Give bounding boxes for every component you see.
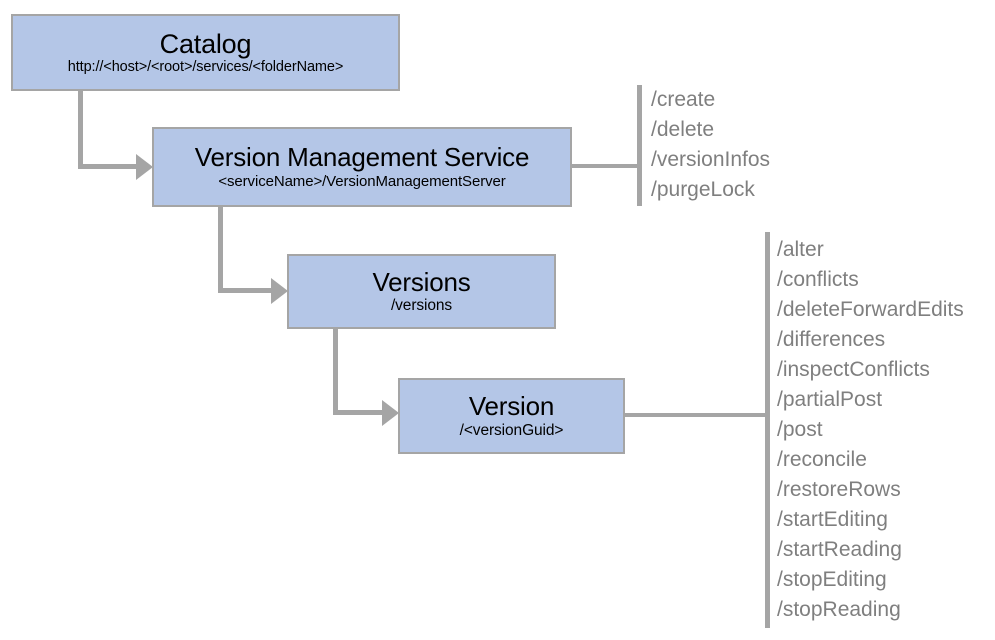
endpoint-item: /purgeLock [651, 178, 755, 201]
endpoint-item: /stopReading [777, 598, 901, 621]
endpoint-item: /create [651, 88, 716, 111]
endpoint-item: /reconcile [777, 448, 867, 471]
connector-versions-to-version-vertical [333, 329, 338, 415]
connector-vms-to-endpoints [572, 164, 641, 168]
endpoint-item: /stopEditing [777, 568, 887, 591]
endpoint-item: /startEditing [777, 508, 888, 531]
endpoint-list-version-management-service: /create/delete/versionInfos/purgeLock [651, 85, 770, 205]
node-version-management-service-title: Version Management Service [194, 142, 530, 173]
connector-vms-to-versions-horizontal [218, 288, 275, 293]
endpoint-item: /deleteForwardEdits [777, 298, 964, 321]
bracket-version-endpoints [765, 232, 770, 628]
endpoint-item: /alter [777, 238, 824, 261]
endpoint-item: /startReading [777, 538, 902, 561]
connector-catalog-to-vms-vertical [78, 91, 83, 169]
endpoint-item: /post [777, 418, 823, 441]
endpoint-item: /restoreRows [777, 478, 901, 501]
endpoint-item: /conflicts [777, 268, 859, 291]
node-version: Version /<versionGuid> [398, 378, 625, 454]
connector-vms-to-versions-vertical [218, 207, 223, 293]
node-version-subtitle: /<versionGuid> [459, 421, 564, 439]
arrowhead-icon-catalog-to-vms [136, 154, 153, 180]
endpoint-item: /versionInfos [651, 148, 771, 171]
bracket-vms-endpoints [637, 85, 642, 206]
endpoint-item: /inspectConflicts [777, 358, 930, 381]
connector-version-to-endpoints [625, 413, 768, 417]
node-versions-title: Versions [372, 266, 471, 297]
node-catalog-subtitle: http://<host>/<root>/services/<folderNam… [67, 59, 344, 76]
node-version-management-service-subtitle: <serviceName>/VersionManagementServer [218, 172, 506, 190]
arrowhead-icon-vms-to-versions [271, 278, 288, 304]
node-catalog: Catalog http://<host>/<root>/services/<f… [11, 14, 400, 91]
node-catalog-title: Catalog [159, 28, 252, 59]
endpoint-item: /partialPost [777, 388, 883, 411]
arrowhead-icon-versions-to-version [382, 400, 399, 426]
node-version-management-service: Version Management Service <serviceName>… [152, 127, 572, 207]
node-version-title: Version [468, 391, 555, 422]
node-versions: Versions /versions [287, 254, 556, 329]
connector-catalog-to-vms-horizontal [78, 164, 140, 169]
endpoint-item: /delete [651, 118, 715, 141]
endpoint-item: /differences [777, 328, 886, 351]
connector-versions-to-version-horizontal [333, 410, 386, 415]
endpoint-list-version: /alter/conflicts/deleteForwardEdits/diff… [777, 235, 964, 625]
node-versions-subtitle: /versions [390, 297, 453, 315]
